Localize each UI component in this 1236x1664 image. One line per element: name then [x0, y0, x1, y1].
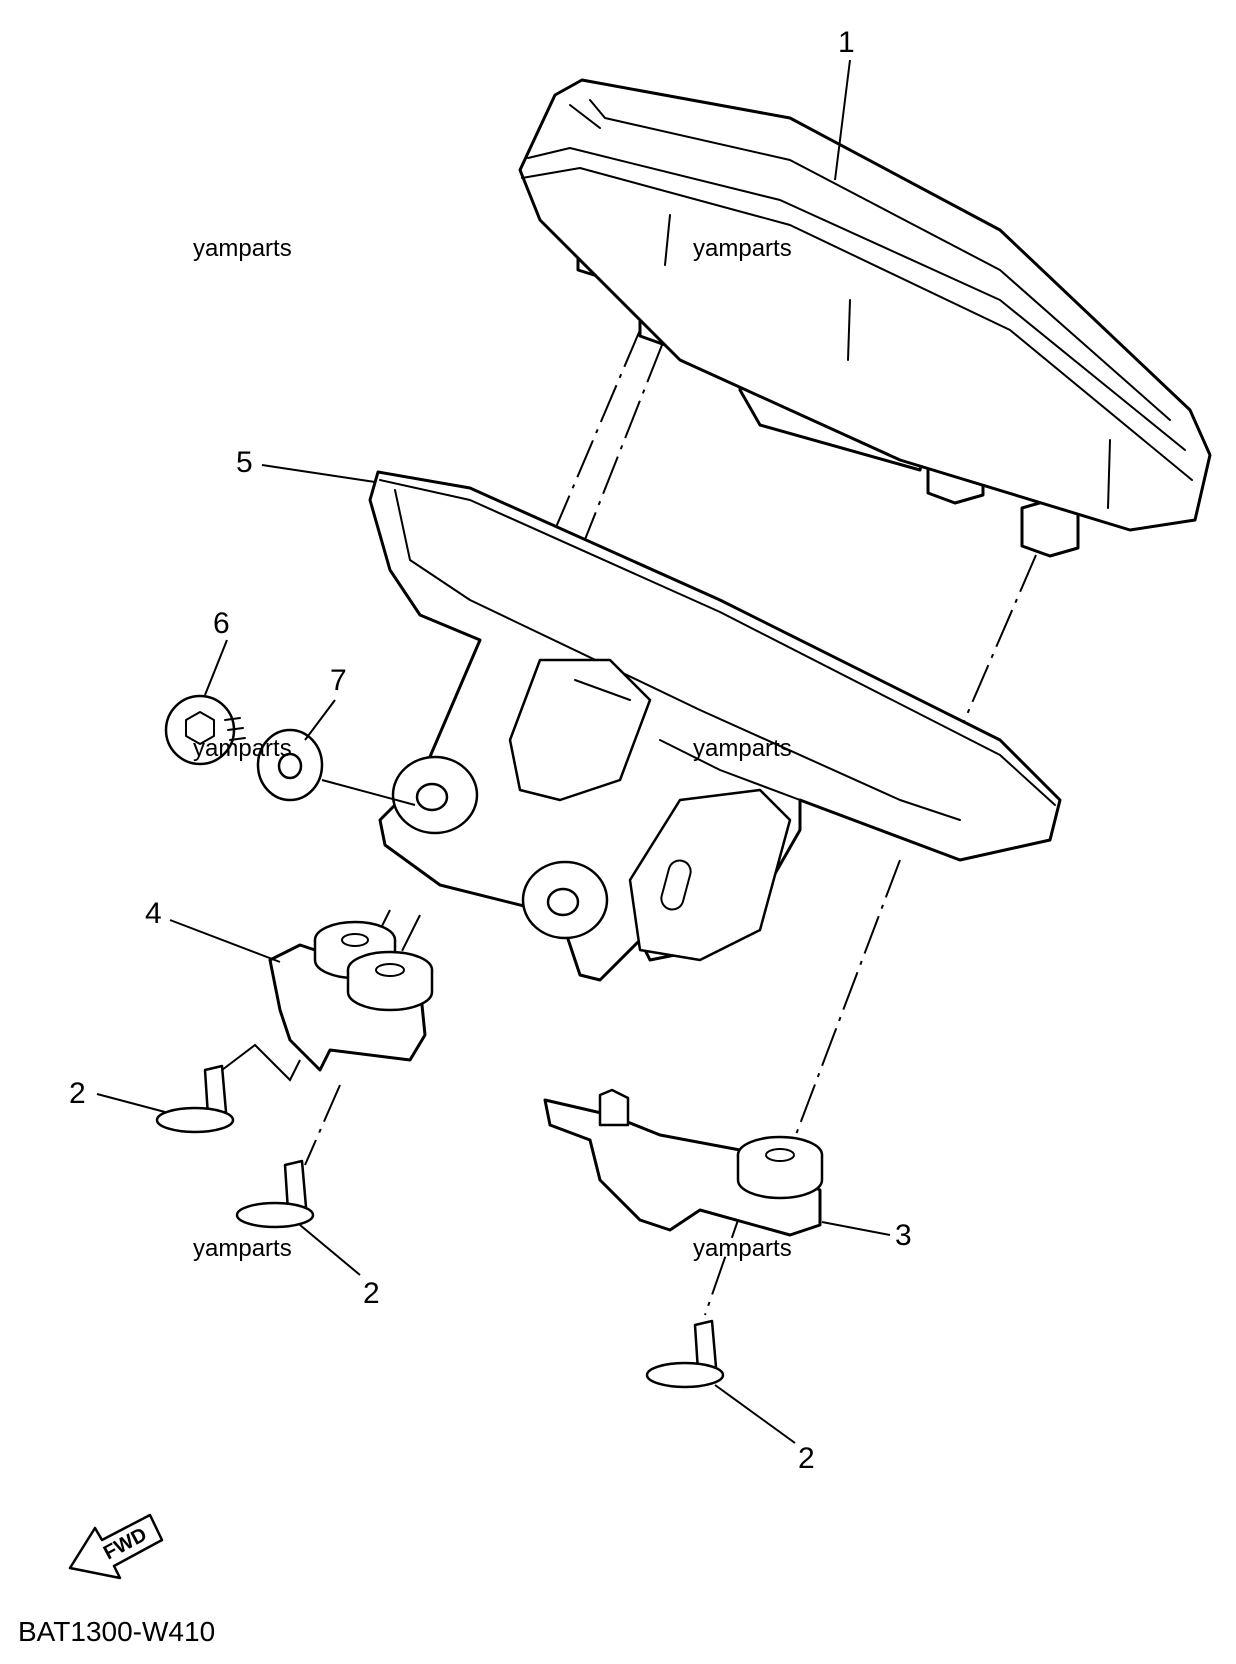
leader-line [821, 1221, 891, 1236]
leader-line [96, 1093, 166, 1113]
alignment-line [221, 1043, 301, 1082]
watermark: yamparts [193, 1235, 292, 1262]
watermark: yamparts [693, 1235, 792, 1262]
callout-5: 5 [236, 446, 253, 479]
bracket-icon [268, 920, 434, 1072]
alignment-line [321, 779, 416, 806]
callout-2: 2 [69, 1077, 86, 1110]
callout-7: 7 [330, 664, 347, 697]
leader-line [299, 1224, 361, 1276]
callout-3: 3 [895, 1219, 912, 1252]
diagram-code: BAT1300-W410 [18, 1616, 215, 1647]
watermark: yamparts [193, 735, 292, 762]
bolt-icon [164, 694, 246, 766]
leader-line [169, 919, 281, 963]
leader-line [204, 639, 228, 696]
fwd-arrow-icon: FWD [68, 1513, 164, 1580]
leader-line [304, 699, 336, 741]
washer-icon [256, 728, 324, 802]
leader-line [834, 59, 851, 181]
alignment-line [304, 1084, 341, 1166]
callout-1: 1 [838, 26, 855, 59]
watermark: yamparts [693, 235, 792, 262]
callout-2: 2 [363, 1277, 380, 1310]
alignment-line [929, 554, 1037, 801]
watermark: yamparts [193, 235, 292, 262]
callout-4: 4 [145, 897, 162, 930]
leader-line [714, 1384, 796, 1444]
watermark: yamparts [693, 735, 792, 762]
screw-icon [645, 1319, 725, 1389]
meter-cover-icon [368, 470, 1062, 982]
callout-2: 2 [798, 1442, 815, 1475]
screw-icon [235, 1159, 315, 1229]
meter-assembly-icon [518, 78, 1212, 558]
leader-line [261, 464, 376, 483]
bracket-icon [543, 1088, 824, 1237]
callout-6: 6 [213, 607, 230, 640]
screw-icon [155, 1064, 235, 1134]
